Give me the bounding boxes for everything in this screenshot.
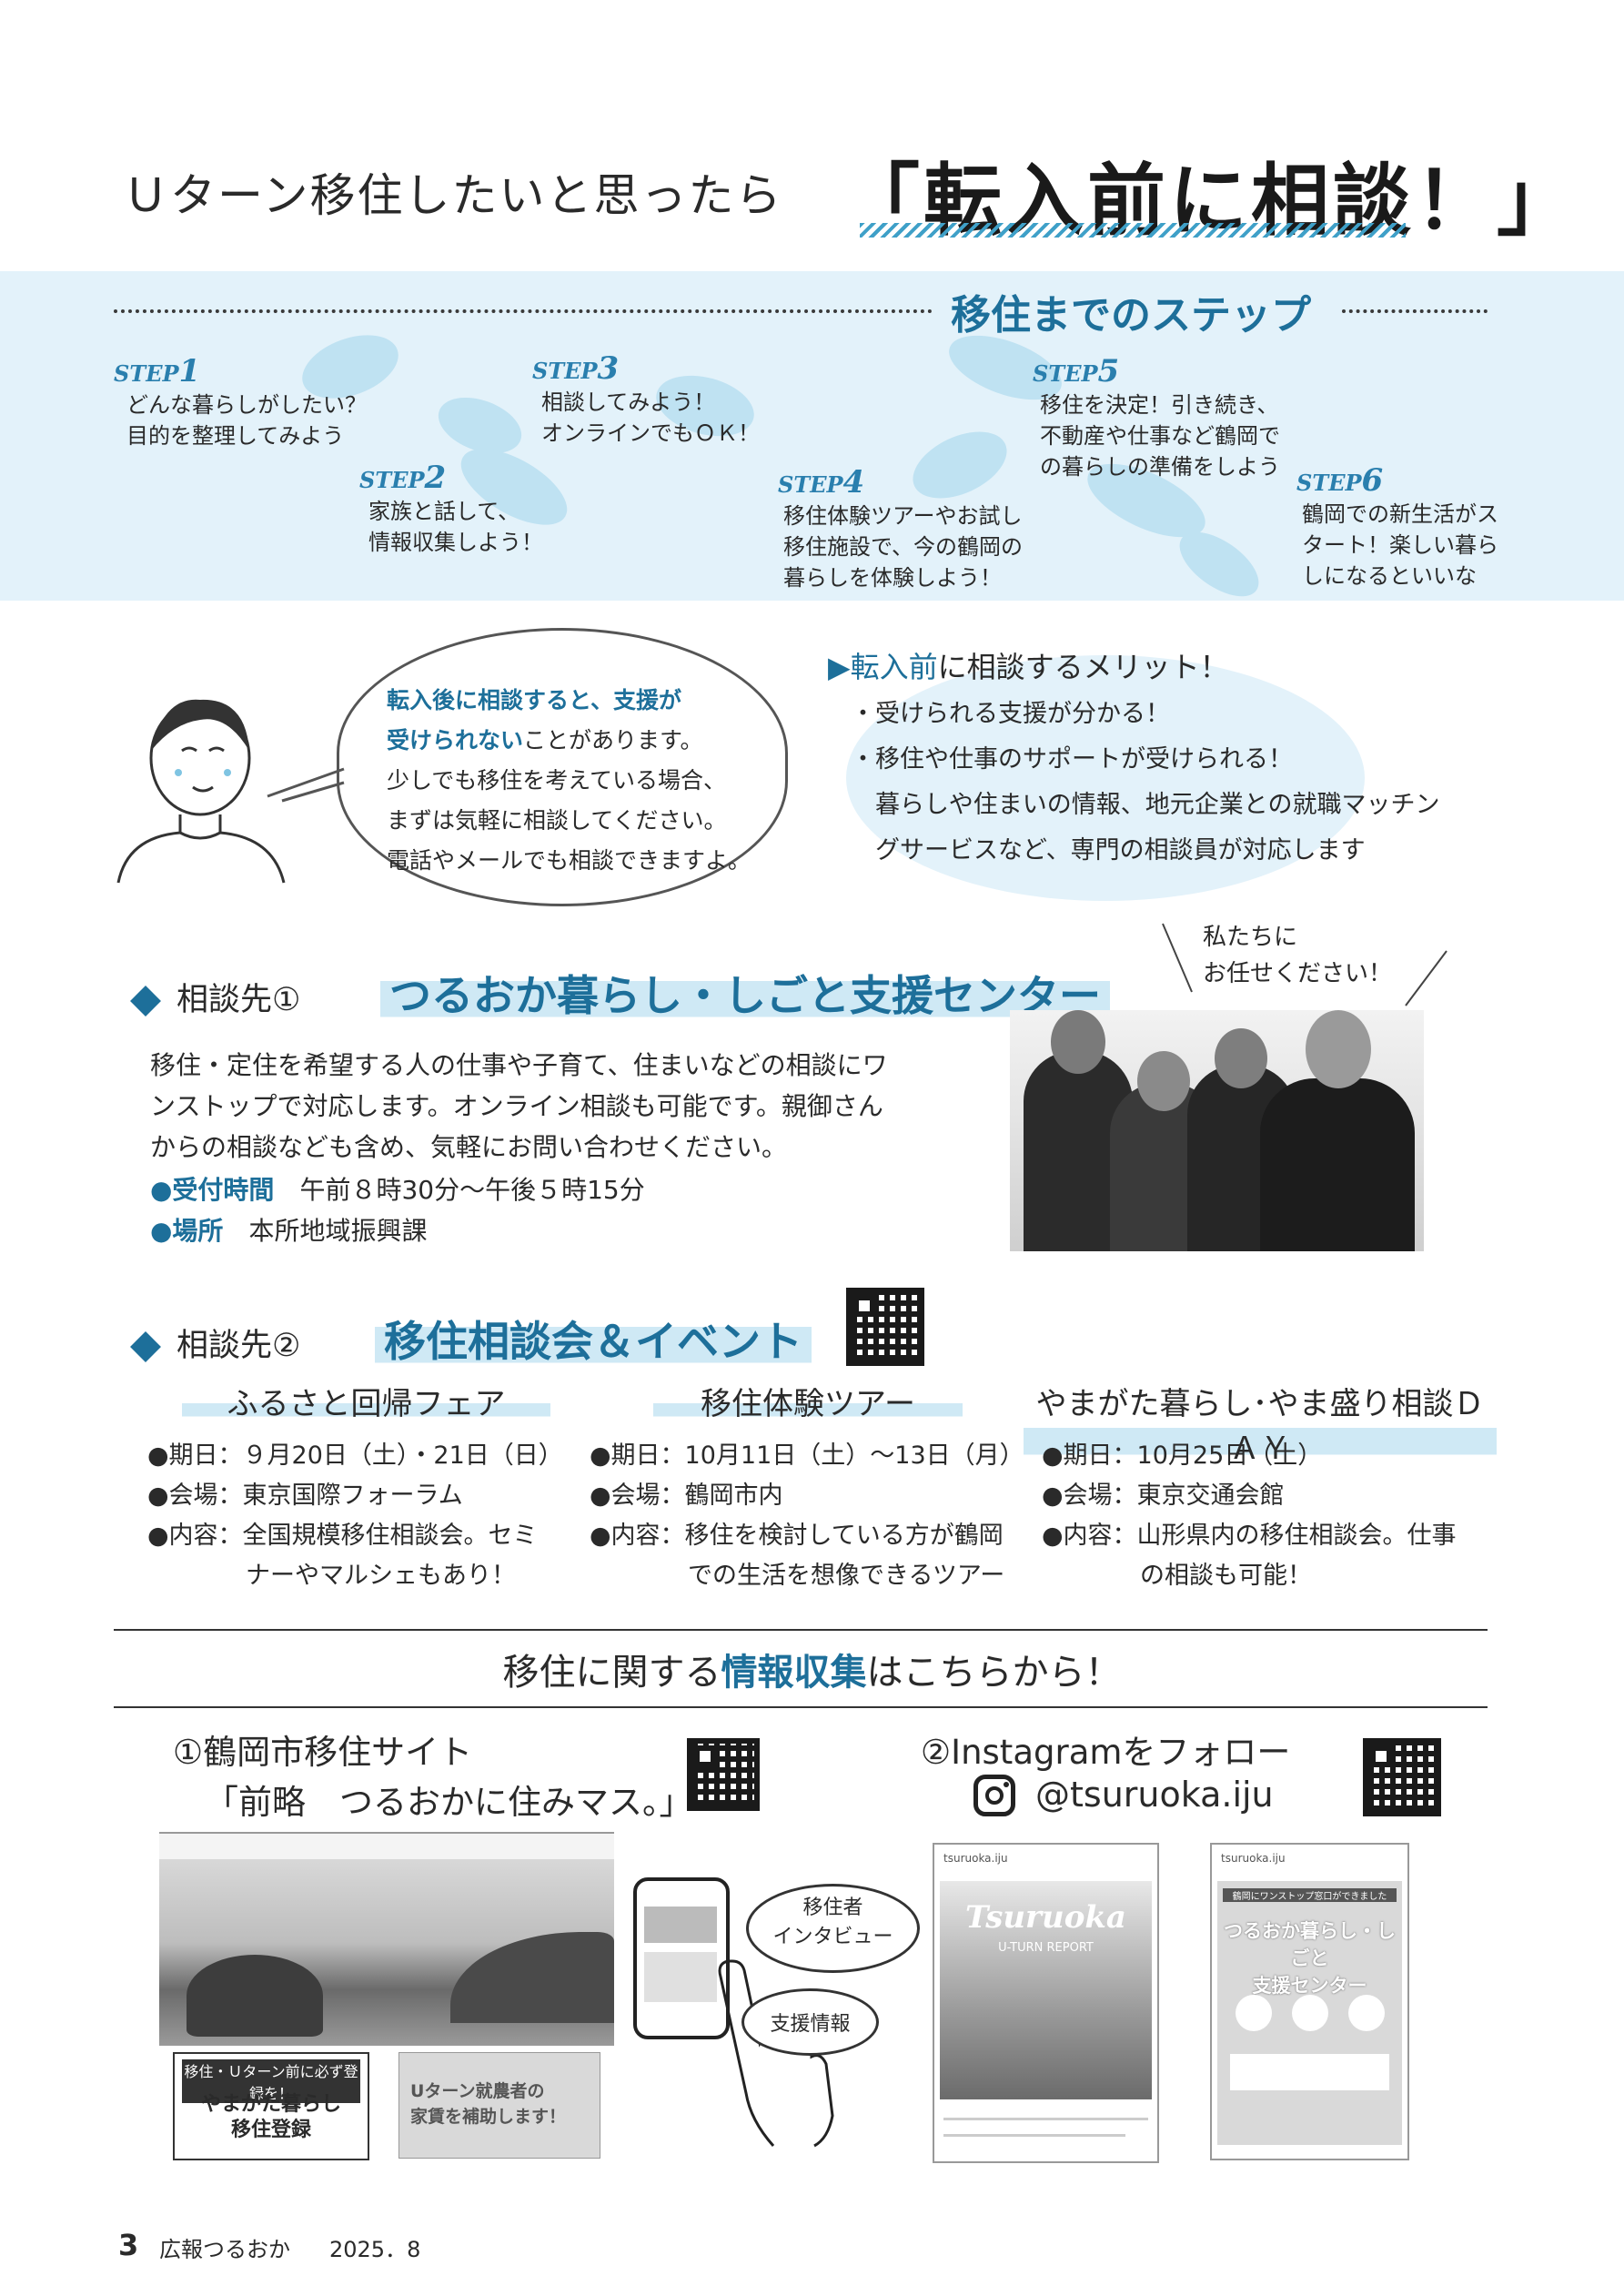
steps-band [0, 271, 1624, 601]
step-2-label: STEP2 [359, 460, 447, 496]
step-3-text: 相談してみよう！ オンラインでもＯＫ！ [541, 389, 760, 446]
issue-date: 2025．8 [329, 2237, 421, 2262]
step-4-label: STEP4 [778, 464, 865, 501]
instagram-handle[interactable]: @tsuruoka.iju [1035, 1775, 1274, 1815]
dotted-divider-right [1342, 309, 1488, 313]
merit-background [846, 655, 1365, 901]
section2-name: 移住相談会＆イベント [375, 1309, 812, 1369]
site-label: ①鶴岡市移住サイト [173, 1733, 473, 1772]
section2-label: 相談先② [177, 1328, 301, 1364]
title-underline [860, 223, 1406, 238]
step-5-label: STEP5 [1033, 353, 1120, 389]
section1-place: ●場所 本所地域振興課 [150, 1216, 428, 1246]
speech-tail [267, 767, 345, 803]
qr-code-icon[interactable] [1363, 1738, 1441, 1816]
instagram-post-1[interactable]: tsuruoka.iju Tsuruoka U-TURN REPORT [933, 1843, 1159, 2163]
instagram-label: ②Instagramをフォロー [921, 1733, 1291, 1772]
speech-bubble [337, 628, 788, 906]
publication-name: 広報つるおか [159, 2237, 290, 2262]
step-3: STEP3 相談してみよう！ オンラインでもＯＫ！ [532, 350, 760, 449]
registration-banner[interactable]: 移住・Ｕターン前に必ず登録を！ やまがた暮らし 移住登録 [173, 2052, 369, 2160]
section1-name: つるおか暮らし・しごと支援センター [380, 963, 1110, 1023]
step-4-text: 移住体験ツアーやお試し 移住施設で、今の鶴岡の 暮らしを体験しよう！ [783, 503, 1024, 591]
step-5-text: 移住を決定！引き続き、 不動産や仕事など鶴岡で の暮らしの準備をしよう [1040, 392, 1280, 480]
phone-icon [633, 1877, 730, 2039]
dotted-divider-left [114, 309, 933, 313]
step-5: STEP5 移住を決定！引き続き、 不動産や仕事など鶴岡で の暮らしの準備をしよ… [1033, 353, 1280, 482]
section1-description: 移住・定住を希望する人の仕事や子育て、住まいなどの相談にワ ンストップで対応しま… [150, 1050, 888, 1162]
step-6-text: 鶴岡での新生活がス タート！楽しい暮ら しになるといいな [1302, 501, 1498, 589]
site-header-strip [159, 1832, 614, 1861]
qr-code-icon[interactable] [846, 1288, 924, 1366]
diamond-icon [130, 986, 161, 1017]
site-hero-photo [159, 1859, 614, 2046]
step-1-label: STEP1 [114, 353, 201, 389]
merit-heading: ▶転入前に相談するメリット！ [828, 650, 1229, 684]
site-name: 「前略 つるおかに住みマス。」 [205, 1783, 693, 1822]
farming-banner[interactable]: Uターン就農者の 家賃を補助します！ [398, 2052, 600, 2159]
step-1: STEP1 どんな暮らしがしたい？ 目的を整理してみよう [114, 353, 367, 451]
step-6: STEP6 鶴岡での新生活がス タート！楽しい暮ら しになるといいな [1296, 462, 1498, 592]
step-3-label: STEP3 [532, 350, 620, 387]
caption-strokes [1162, 923, 1447, 1006]
speech-text: 転入後に相談すると、支援が 受けられないことがあります。 少しでも移住を考えてい… [387, 687, 751, 874]
headline-lead: Ｕターン移住したいと思ったら [123, 169, 783, 222]
step-4: STEP4 移住体験ツアーやお試し 移住施設で、今の鶴岡の 暮らしを体験しよう！ [778, 464, 1023, 593]
step-6-label: STEP6 [1296, 462, 1384, 499]
support-cloud: 支援情報 [741, 1988, 879, 2056]
event-1-text: ●期日：９月20日（土）・21日（日） ●会場：東京国際フォーラム ●内容：全国… [147, 1441, 563, 1590]
step-2: STEP2 家族と話して、 情報収集しよう！ [359, 460, 543, 558]
staff-caption: 私たちに お任せください！ [1203, 924, 1393, 987]
staff-photo [1010, 1010, 1424, 1251]
event-1-title: ふるさと回帰フェア [182, 1379, 550, 1423]
event-3-title: やまがた暮らし･やま盛り相談ＤＡＹ [1024, 1379, 1497, 1468]
section1-label: 相談先① [177, 982, 301, 1018]
advisor-illustration [116, 699, 286, 884]
divider-top [114, 1629, 1488, 1631]
steps-title: 移住までのステップ [951, 292, 1311, 339]
divider-bottom [114, 1706, 1488, 1708]
section1-hours: ●受付時間 午前８時30分〜午後５時15分 [150, 1175, 645, 1205]
instagram-post-2[interactable]: tsuruoka.iju 鶴岡にワンストップ窓口ができました つるおか暮らし・し… [1210, 1843, 1409, 2160]
section2-heading: 相談先② [130, 1320, 301, 1366]
event-2-title: 移住体験ツアー [653, 1379, 963, 1423]
event-2-text: ●期日：10月11日（土）〜13日（月） ●会場：鶴岡市内 ●内容：移住を検討し… [590, 1441, 1024, 1590]
page-number: 3 [118, 2228, 139, 2262]
qr-code-icon[interactable] [687, 1738, 760, 1811]
info-title: 移住に関する情報収集はこちらから！ [502, 1652, 1122, 1694]
step-1-text: どんな暮らしがしたい？ 目的を整理してみよう [126, 392, 367, 449]
event-3-text: ●期日：10月25日（土） ●会場：東京交通会館 ●内容：山形県内の移住相談会。… [1042, 1441, 1457, 1590]
diamond-icon [130, 1331, 161, 1362]
step-2-text: 家族と話して、 情報収集しよう！ [368, 499, 543, 555]
interview-cloud: 移住者 インタビュー [746, 1884, 920, 1973]
instagram-icon[interactable] [973, 1775, 1015, 1816]
section1-heading: 相談先① [130, 974, 301, 1020]
merit-text: ・受けられる支援が分かる！ ・移住や仕事のサポートが受けられる！ 暮らしや住まい… [851, 700, 1440, 865]
